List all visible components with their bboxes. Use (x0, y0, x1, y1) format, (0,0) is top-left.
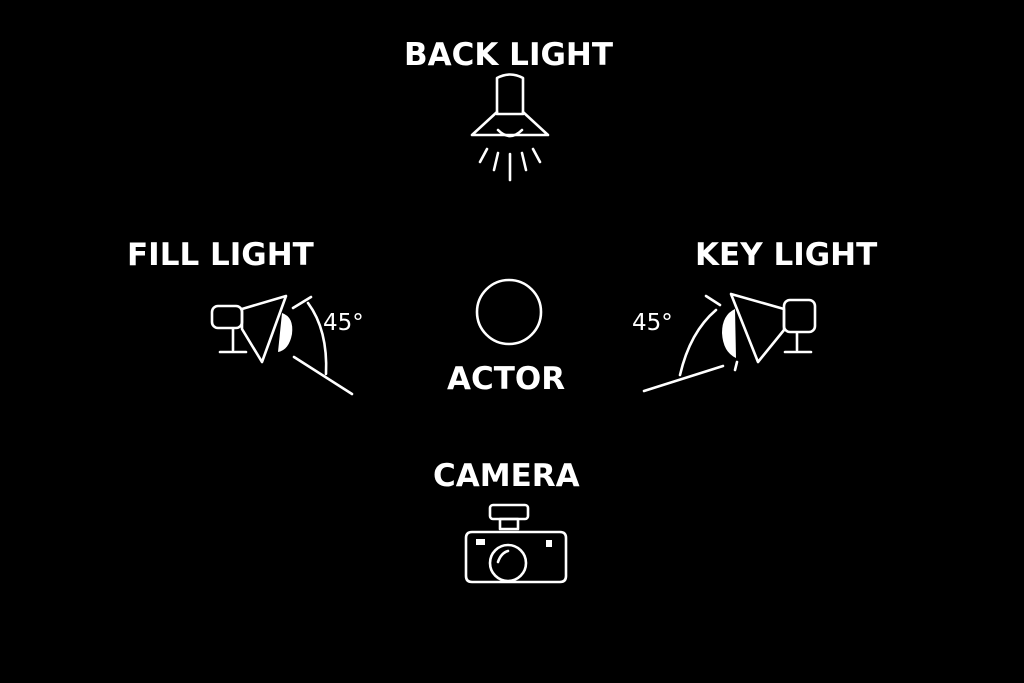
fill-light-label: FILL LIGHT (127, 237, 314, 273)
camera-label: CAMERA (433, 458, 580, 494)
studio-spotlight-icon (210, 294, 354, 396)
key-light-label: KEY LIGHT (695, 237, 878, 273)
fill-light-angle-label: 45° (323, 310, 364, 336)
key-light-angle-label: 45° (632, 310, 673, 336)
downlight-lamp-icon (470, 73, 550, 182)
actor-circle-icon (475, 278, 543, 346)
actor-label: ACTOR (447, 361, 566, 397)
studio-spotlight-icon (642, 292, 817, 393)
back-light-label: BACK LIGHT (404, 37, 614, 73)
camera-icon (464, 503, 568, 584)
